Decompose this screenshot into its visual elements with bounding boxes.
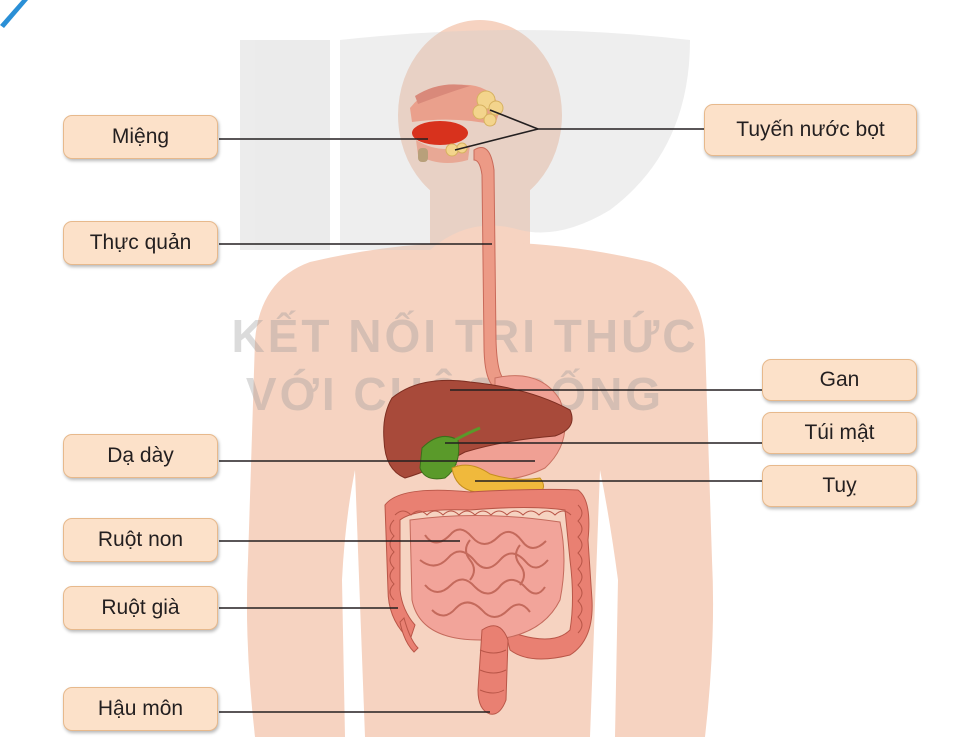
corner-mark (0, 0, 28, 28)
mouth-organ (410, 84, 500, 164)
appendix (399, 617, 419, 653)
label-hau-mon: Hậu môn (63, 687, 218, 731)
rectum (477, 625, 509, 715)
label-thuc-quan: Thực quản (63, 221, 218, 265)
label-da-day: Dạ dày (63, 434, 218, 478)
small-intestine (409, 514, 565, 641)
watermark-line1: KẾT NỐI TRI THỨC (232, 310, 699, 362)
label-gan: Gan (762, 359, 917, 401)
label-tui-mat: Túi mật (762, 412, 917, 454)
label-mieng: Miệng (63, 115, 218, 159)
leader-tuyen-nuoc-bot-3 (454, 128, 539, 151)
large-intestine (384, 488, 593, 660)
gallbladder (419, 435, 460, 480)
label-tuyen-nuoc-bot: Tuyến nước bọt (704, 104, 917, 156)
label-ruot-non: Ruột non (63, 518, 218, 562)
leader-tuyen-nuoc-bot-2 (489, 109, 539, 130)
label-ruot-gia: Ruột già (63, 586, 218, 630)
large-intestine-bumps (389, 504, 583, 634)
leader-lines (219, 109, 762, 713)
label-tuy: Tuỵ (762, 465, 917, 507)
watermark: KẾT NỐI TRI THỨC VỚI CUỘC SỐNG (232, 30, 699, 420)
